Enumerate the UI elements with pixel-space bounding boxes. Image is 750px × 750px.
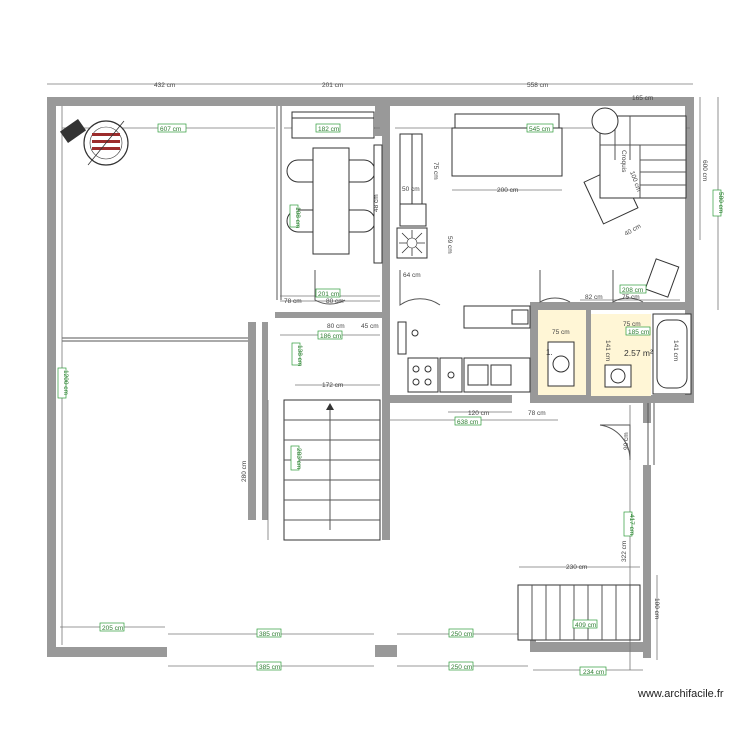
- dim-label: 141 cm: [672, 340, 679, 361]
- wall-left: [47, 97, 56, 657]
- wall-right-upper: [685, 97, 694, 402]
- wall-right-lower: [643, 465, 651, 658]
- wall-corridor-horizontal: [275, 312, 387, 318]
- toilet-area: [538, 310, 586, 395]
- dim-label: 230 cm: [566, 564, 587, 571]
- dim-label: 80 cm: [326, 298, 344, 305]
- dim-label: 250 cm: [451, 664, 472, 671]
- dim-label: 75 cm: [623, 321, 641, 328]
- wall-left-inner-2: [262, 322, 268, 520]
- shower-room-area-label: 2.57 m²: [624, 348, 653, 358]
- kitchen-counter: [397, 305, 531, 393]
- stairs-main: [283, 399, 381, 541]
- wall-left-inner: [248, 322, 256, 520]
- wall-interior-vertical: [382, 106, 390, 538]
- dim-label: 280 cm: [241, 461, 248, 482]
- toilet-area-label: 1.: [546, 348, 553, 357]
- dim-label: 59 cm: [446, 236, 453, 254]
- dim-label: 558 cm: [527, 82, 548, 89]
- dim-label: 322 cm: [621, 541, 628, 562]
- sofa-large: [451, 127, 563, 177]
- wall-bottom-mid: [375, 645, 397, 657]
- wall-top: [47, 97, 693, 106]
- dim-label: 120 cm: [468, 410, 489, 417]
- partitions: [62, 106, 655, 465]
- bathtub: [652, 313, 692, 395]
- wall-bottom-right: [530, 642, 651, 652]
- dim-label: 208 cm: [622, 287, 643, 294]
- dim-label: 50 cm: [402, 186, 420, 193]
- dim-label: 78 cm: [528, 410, 546, 417]
- dim-label: 432 cm: [154, 82, 175, 89]
- pet-icon: [644, 258, 680, 298]
- dim-label: 40 cm: [624, 223, 643, 238]
- dim-label: 201 cm: [322, 82, 343, 89]
- dining-table: [286, 147, 376, 255]
- bbq-grill-icon: [59, 118, 129, 166]
- cabinet: [373, 144, 383, 264]
- dim-label: 580 cm: [717, 192, 724, 213]
- dim-label: 201 cm: [318, 291, 339, 298]
- dim-label: 45 cm: [361, 323, 379, 330]
- dim-label: 165 cm: [632, 95, 653, 102]
- dim-label: 186 cm: [320, 333, 341, 340]
- stove-icon: [396, 227, 428, 259]
- wall-bath-right: [648, 395, 694, 403]
- dim-label: 234 cm: [583, 669, 604, 676]
- wall-right-door-jamb: [643, 395, 651, 423]
- dim-label: 1200 cm: [62, 370, 69, 395]
- dim-label: 78 cm: [284, 298, 302, 305]
- wall-bath-bottom: [530, 395, 648, 403]
- dim-label: 108 cm: [294, 207, 301, 228]
- dim-label: 600 cm: [701, 160, 708, 181]
- dim-label: 141 cm: [604, 340, 611, 361]
- living-sofa: [399, 133, 427, 227]
- wall-bath-top: [530, 302, 690, 310]
- dim-label: 385 cm: [259, 664, 280, 671]
- wall-interior-vertical-lower: [382, 400, 390, 540]
- wall-bottom-left: [47, 647, 167, 657]
- watermark-text: www.archifacile.fr: [638, 688, 724, 700]
- stairs-upper: [591, 107, 687, 199]
- dim-label: 172 cm: [322, 382, 343, 389]
- dim-label: 82 cm: [585, 294, 603, 301]
- dim-label: 638 cm: [457, 419, 478, 426]
- furniture: [59, 107, 692, 641]
- dim-label: 80 cm: [327, 323, 345, 330]
- walls: [47, 97, 694, 658]
- wall-kitchen-bottom: [382, 395, 512, 403]
- dim-label: 75 cm: [622, 294, 640, 301]
- dim-label: 607 cm: [160, 126, 181, 133]
- dim-label: 48 cm: [373, 194, 380, 212]
- door-swings: [314, 270, 644, 461]
- dim-label: 250 cm: [451, 631, 472, 638]
- wall-bath-divider: [530, 302, 538, 402]
- stairs-lower-right: [517, 584, 641, 641]
- dim-label: 75 cm: [432, 162, 439, 180]
- dim-label: 200 cm: [497, 187, 518, 194]
- dim-label: 138 cm: [296, 345, 303, 366]
- dim-label: 64 cm: [403, 272, 421, 279]
- wall-wc-divider: [586, 310, 591, 398]
- dim-label: 385 cm: [259, 631, 280, 638]
- dim-label: 182 cm: [318, 126, 339, 133]
- dim-label: 545 cm: [529, 126, 550, 133]
- stair-label: Croquis: [620, 150, 627, 173]
- bath-label: 185 cm: [628, 329, 649, 336]
- wall-stub-top: [375, 106, 387, 136]
- dim-label: 205 cm: [102, 625, 123, 632]
- dim-label: 100 cm: [653, 598, 660, 619]
- dim-label: 409 cm: [575, 622, 596, 629]
- dim-label: 90 cm: [623, 432, 630, 450]
- dim-label: 417 cm: [628, 514, 635, 535]
- dim-label: 283 cm: [295, 448, 302, 469]
- dimension-labels: 432 cm 201 cm 558 cm 165 cm 607 cm 182 c…: [57, 82, 724, 676]
- dim-label: 75 cm: [552, 329, 570, 336]
